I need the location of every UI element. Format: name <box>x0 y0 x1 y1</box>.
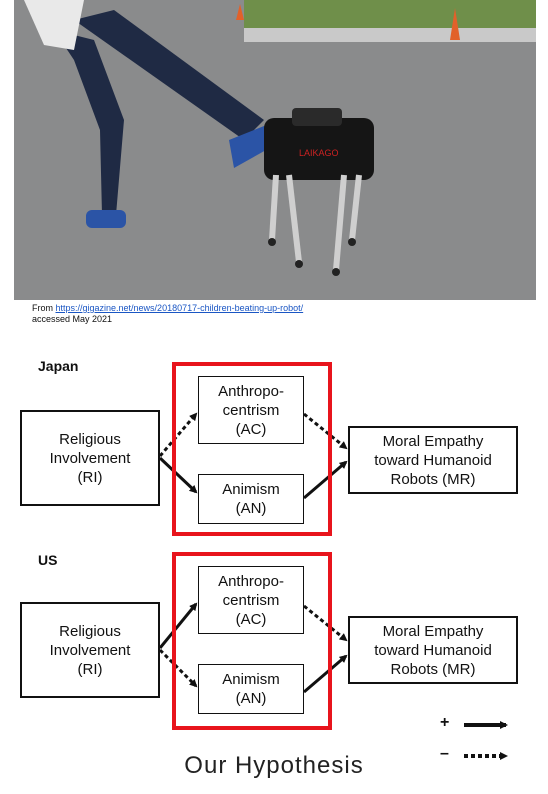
us-mediator-frame <box>172 552 332 730</box>
japan-ri-to-an-arrow <box>158 456 198 494</box>
caption-prefix: From <box>32 303 56 313</box>
japan-mediator-frame <box>172 362 332 536</box>
us-ac-to-mr-arrow <box>303 604 348 642</box>
us-mr-box: Moral Empathy toward Humanoid Robots (MR… <box>348 616 518 684</box>
japan-label: Japan <box>38 358 79 374</box>
japan-ac-to-mr-arrow <box>303 412 348 450</box>
japan-an-to-mr-arrow <box>303 460 348 500</box>
us-ri-box: Religious Involvement (RI) <box>20 602 160 698</box>
svg-text:LAIKAGO: LAIKAGO <box>299 148 339 158</box>
japan-ri-box: Religious Involvement (RI) <box>20 410 160 506</box>
legend-positive-label: + <box>440 714 450 731</box>
us-ac-box: Anthropo- centrism (AC) <box>198 566 304 634</box>
photo-caption: From https://gigazine.net/news/20180717-… <box>32 303 303 325</box>
us-label: US <box>38 552 58 568</box>
source-link[interactable]: https://gigazine.net/news/20180717-child… <box>55 303 304 313</box>
us-ri-to-ac-arrow <box>158 602 198 649</box>
japan-ri-to-ac-arrow <box>158 412 198 457</box>
japan-mr-box: Moral Empathy toward Humanoid Robots (MR… <box>348 426 518 494</box>
caption-accessed: accessed May 2021 <box>32 314 113 324</box>
japan-an-box: Animism (AN) <box>198 474 304 524</box>
hypothesis-title: Our Hypothesis <box>184 752 364 779</box>
us-an-to-mr-arrow <box>303 654 348 694</box>
legend-negative-label: – <box>440 745 449 762</box>
photo-illustration: LAIKAGO <box>14 0 536 300</box>
us-ri-to-an-arrow <box>158 648 198 688</box>
japan-ac-box: Anthropo- centrism (AC) <box>198 376 304 444</box>
us-an-box: Animism (AN) <box>198 664 304 714</box>
robot-kick-photo: LAIKAGO <box>14 0 536 300</box>
